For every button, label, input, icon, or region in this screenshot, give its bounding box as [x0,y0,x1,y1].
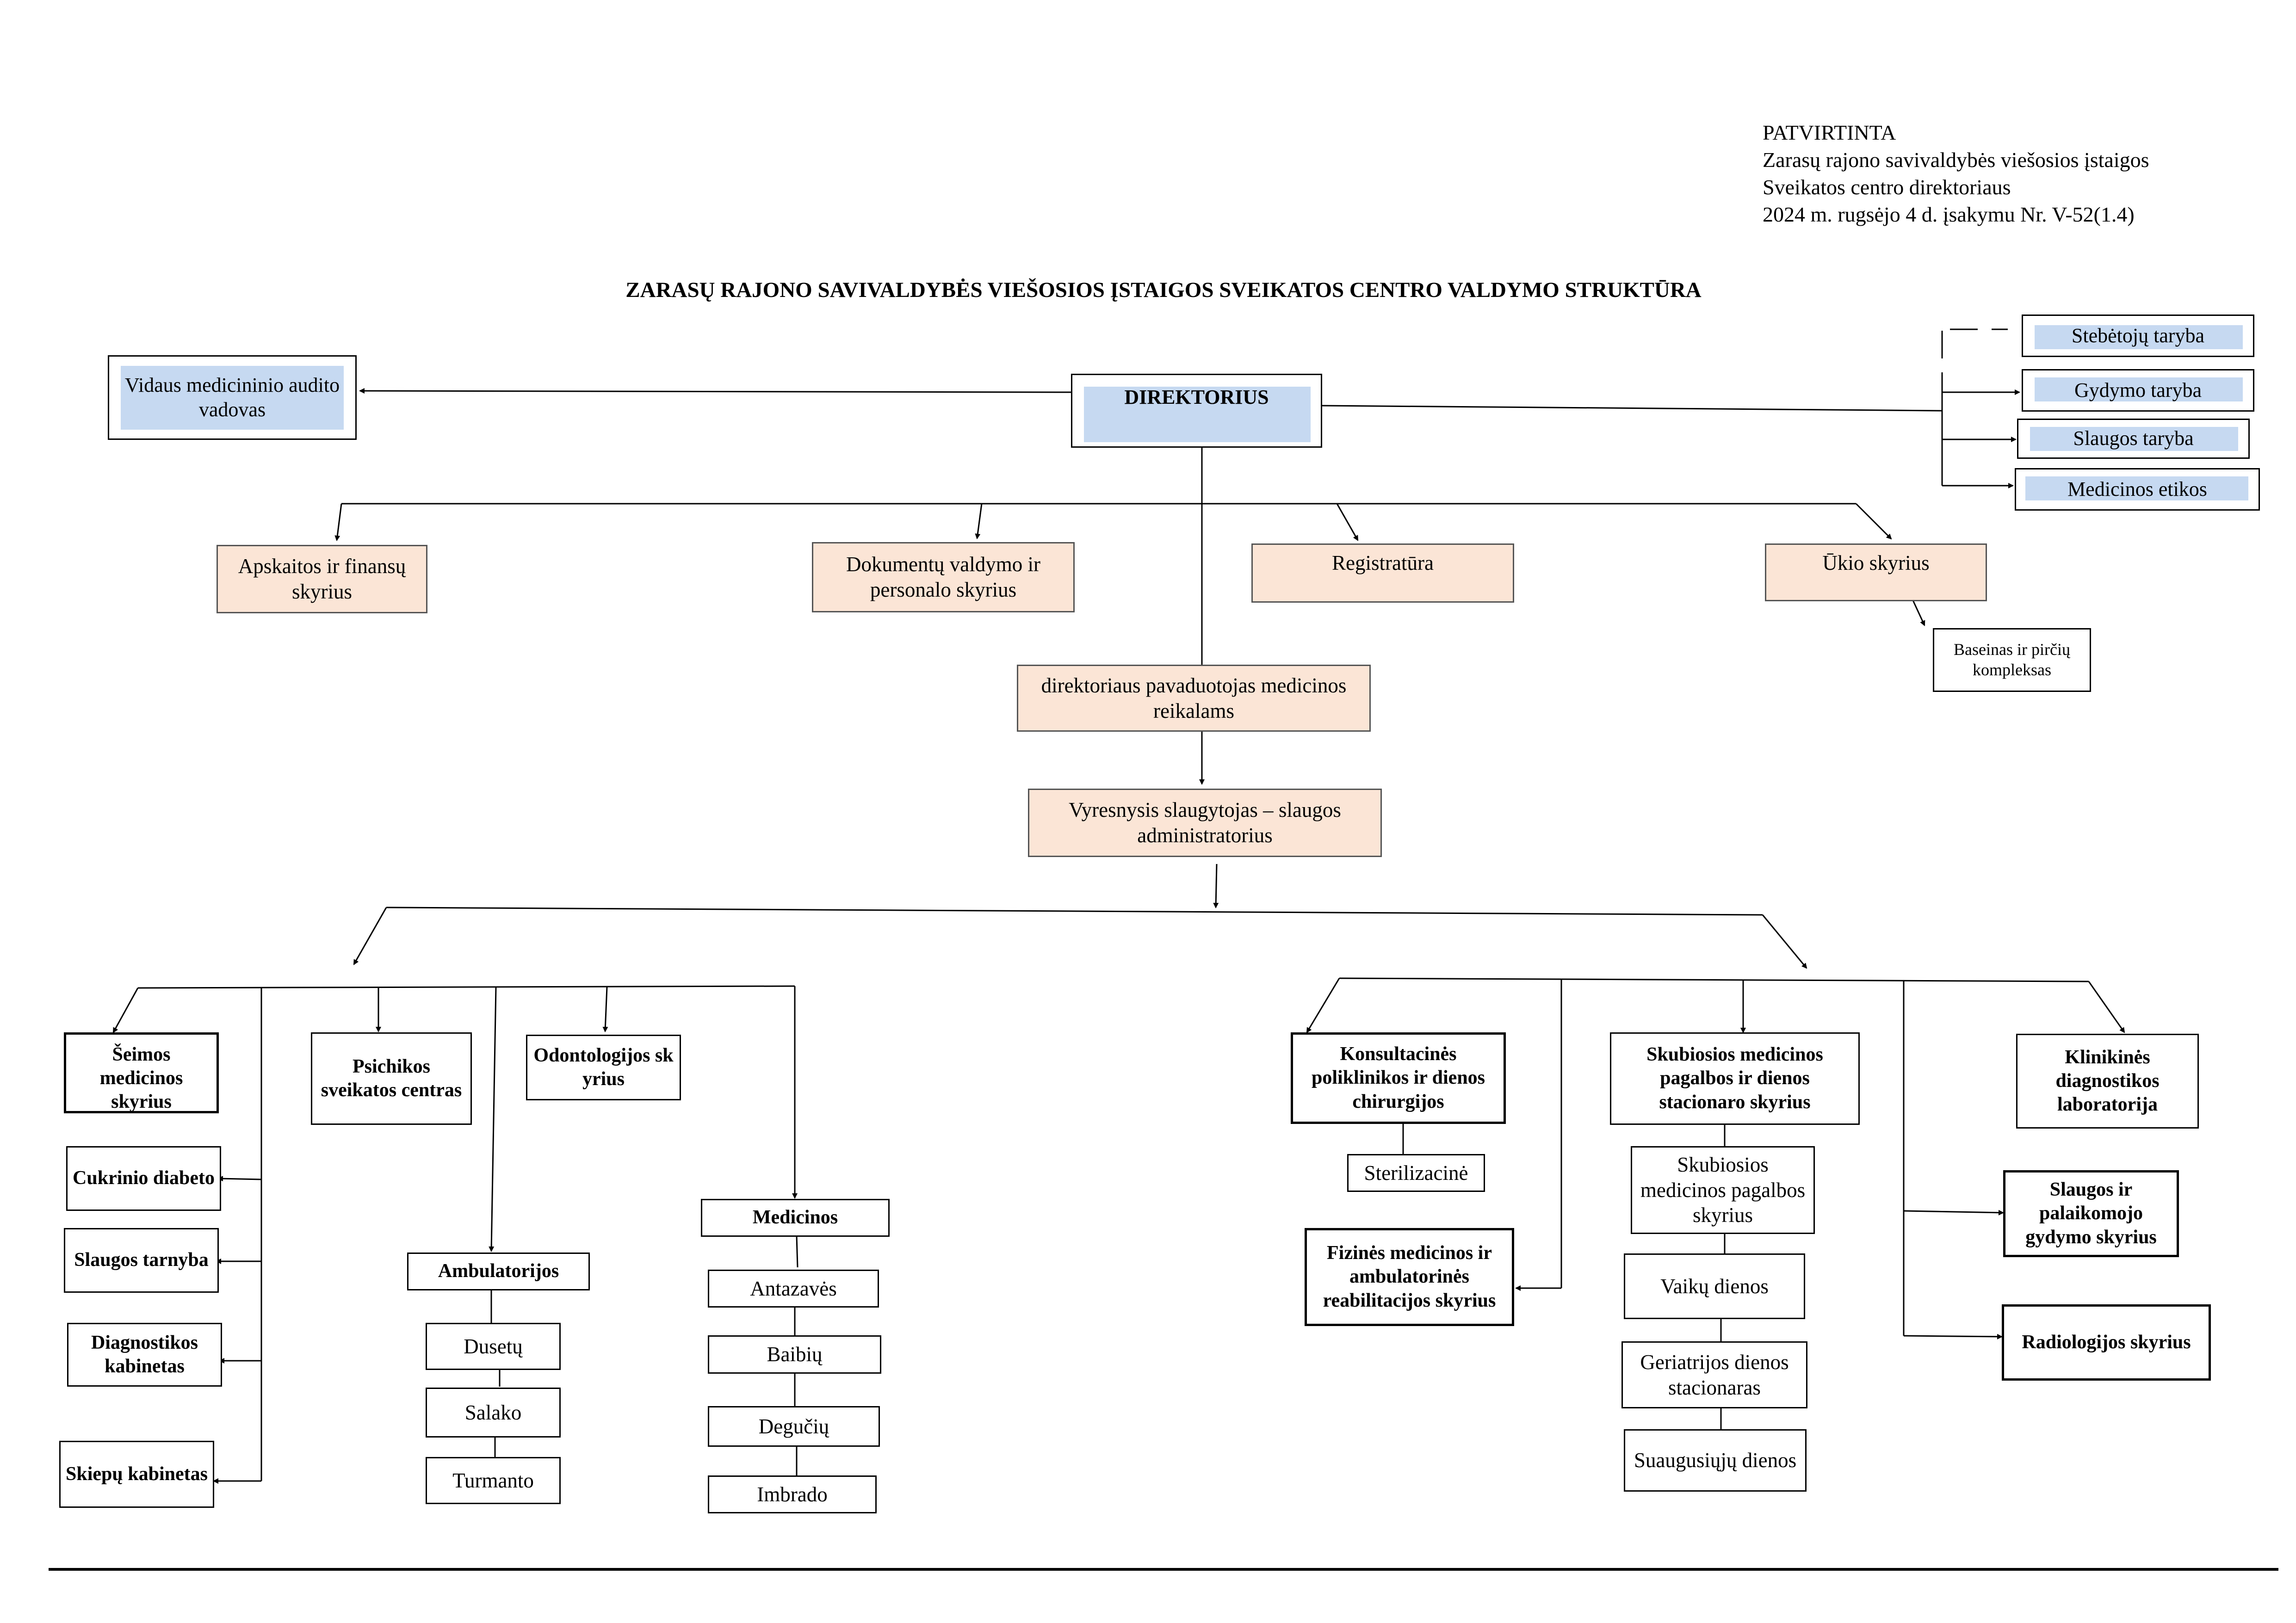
ambulatory-item: Salako [426,1388,561,1438]
dept-registry: Registratūra [1251,543,1514,603]
family-medicine-box: Šeimos medicinos skyrius [64,1032,219,1113]
diabetes-box: Cukrinio diabeto [66,1146,221,1211]
medical-item: Degučių [708,1406,880,1447]
deputy-box: direktoriaus pavaduotojas medicinos reik… [1017,665,1371,732]
approval-line: Zarasų rajono savivaldybės viešosios įst… [1763,148,2149,172]
psych-center-box: Psichikos sveikatos centras [311,1032,472,1125]
emergency-item: Suaugusiųjų dienos [1624,1429,1807,1492]
medical-item: Baibių [708,1335,881,1374]
nursing-care-box: Slaugos ir palaikomojo gydymo skyrius [2003,1170,2179,1257]
radiology-box: Radiologijos skyrius [2002,1304,2211,1381]
approval-line: Sveikatos centro direktoriaus [1763,175,2011,199]
bottom-rule [49,1568,2278,1571]
board-label: Stebėtojų taryba [2071,324,2205,347]
diagnostics-box: Diagnostikos kabinetas [67,1323,222,1387]
consult-box: Konsultacinės poliklinikos ir dienos chi… [1291,1032,1506,1124]
emergency-box: Skubiosios medicinos pagalbos ir dienos … [1610,1032,1860,1125]
dept-economy: Ūkio skyrius [1765,543,1987,601]
director-label: DIREKTORIUS [1124,385,1269,408]
physical-medicine-box: Fizinės medicinos ir ambulatorinės reabi… [1305,1228,1514,1326]
ambulatory-item: Dusetų [426,1323,561,1370]
director-box: DIREKTORIUS [1071,374,1322,448]
emergency-item: Skubiosios medicinos pagalbos skyrius [1631,1146,1815,1234]
odontology-box: Odontologijos skyrius [526,1035,681,1100]
audit-box: Vidaus medicininio audito vadovas [108,355,357,440]
audit-label: Vidaus medicininio audito vadovas [124,373,340,421]
head-nurse-box: Vyresnysis slaugytojas – slaugos adminis… [1028,789,1382,857]
medical-box: Medicinos [701,1199,890,1237]
pool-box: Baseinas ir pirčių kompleksas [1933,628,2091,692]
emergency-item: Vaikų dienos [1624,1253,1805,1319]
medical-item: Antazavės [708,1270,879,1308]
board-label: Medicinos etikos [2067,477,2207,500]
board-label: Gydymo taryba [2074,378,2202,401]
board-label: Slaugos taryba [2073,427,2194,450]
nursing-service-box: Slaugos tarnyba [64,1228,219,1293]
emergency-item: Geriatrijos dienos stacionaras [1621,1341,1807,1408]
approval-line: PATVIRTINTA [1763,121,1896,144]
board-box: Gydymo taryba [2022,369,2254,412]
medical-item: Imbrado [708,1475,877,1513]
board-box: Medicinos etikos [2015,468,2260,511]
ambulatory-box: Ambulatorijos [407,1253,590,1290]
approval-block: PATVIRTINTA Zarasų rajono savivaldybės v… [1763,119,2149,228]
dept-accounting: Apskaitos ir finansų skyrius [217,545,427,613]
approval-line: 2024 m. rugsėjo 4 d. įsakymu Nr. V-52(1.… [1763,202,2135,226]
dept-documents: Dokumentų valdymo ir personalo skyrius [812,542,1075,612]
sterilization-box: Sterilizacinė [1347,1154,1485,1192]
vaccines-box: Skiepų kabinetas [59,1441,214,1508]
ambulatory-item: Turmanto [426,1457,561,1504]
page-title: ZARASŲ RAJONO SAVIVALDYBĖS VIEŠOSIOS ĮST… [625,278,1702,302]
board-box: Slaugos taryba [2017,419,2250,459]
board-box: Stebėtojų taryba [2022,315,2254,357]
lab-box: Klinikinės diagnostikos laboratorija [2016,1034,2199,1129]
